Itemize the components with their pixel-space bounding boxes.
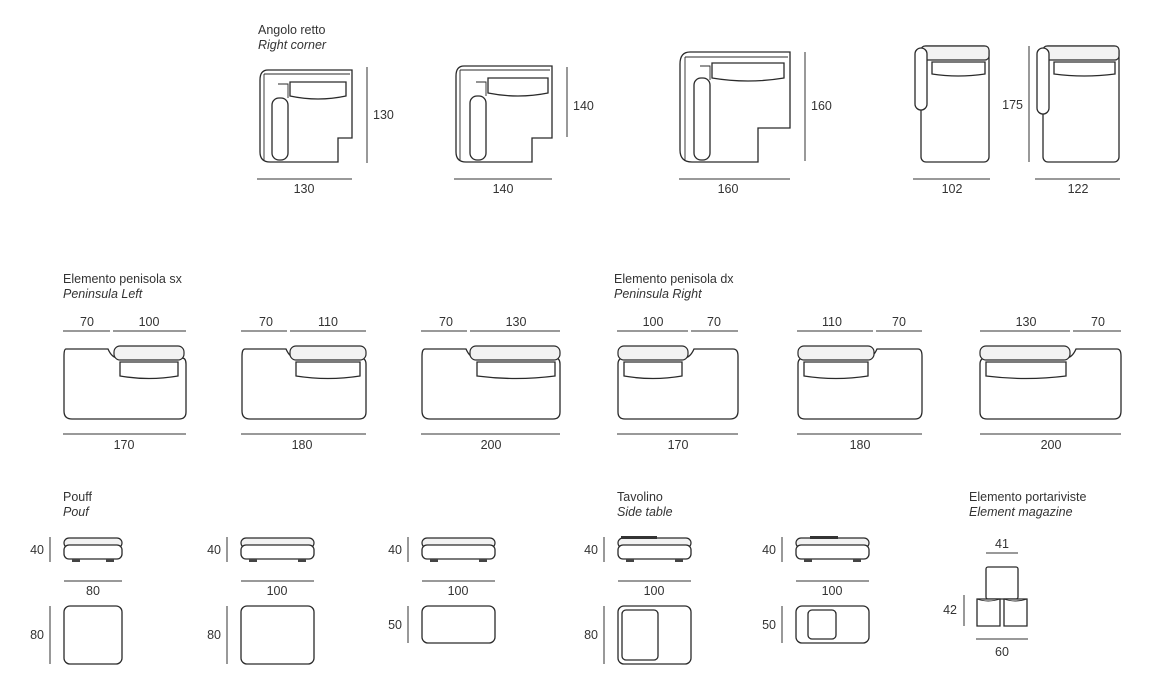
peninsula-left-170-drawing	[63, 345, 187, 420]
side-table-2-width-label: 100	[821, 584, 843, 598]
chaise-module-122-drawing	[1036, 45, 1120, 163]
magazine-title: Elemento portariviste	[969, 490, 1087, 504]
pouf-2-depth-label: 80	[207, 628, 221, 642]
chaise-depth-label: 175	[1002, 98, 1023, 112]
side-table-heading: Tavolino Side table	[617, 490, 673, 520]
peninsula-right-heading: Elemento penisola dx Peninsula Right	[614, 272, 734, 302]
pouf-2-height-label: 40	[207, 543, 221, 557]
pen-right-170-a-label: 100	[642, 315, 664, 329]
pouf-100-50-front-drawing	[421, 537, 496, 562]
corner-module-140-drawing	[455, 65, 553, 163]
pouf-80-front-drawing	[63, 537, 123, 562]
magazine-heading: Elemento portariviste Element magazine	[969, 490, 1086, 520]
side-table-subtitle: Side table	[617, 505, 673, 519]
side-table-1-width-label: 100	[643, 584, 665, 598]
magazine-depth-label: 42	[943, 603, 957, 617]
pouf-100-50-top-drawing	[421, 605, 496, 644]
peninsula-right-170-drawing	[617, 345, 739, 420]
peninsula-right-200-drawing	[979, 345, 1122, 420]
peninsula-right-180-drawing	[797, 345, 923, 420]
pouf-1-depth-label: 80	[30, 628, 44, 642]
pouf-3-width-label: 100	[447, 584, 469, 598]
pouf-100-front-drawing	[240, 537, 315, 562]
corner-140-width-label: 140	[492, 182, 514, 196]
magazine-element-drawing	[976, 566, 1028, 627]
pen-right-180-total-label: 180	[849, 438, 871, 452]
corner-140-depth-label: 140	[573, 99, 594, 113]
peninsula-left-heading: Elemento penisola sx Peninsula Left	[63, 272, 182, 302]
pouf-subtitle: Pouf	[63, 505, 89, 519]
side-table-50-top-drawing	[795, 605, 870, 644]
peninsula-left-200-drawing	[421, 345, 561, 420]
pen-left-200-b-label: 130	[505, 315, 527, 329]
chaise-122-width-label: 122	[1067, 182, 1089, 196]
side-table-2-height-label: 40	[762, 543, 776, 557]
side-table-50-front-drawing	[795, 536, 870, 562]
corner-160-width-label: 160	[717, 182, 739, 196]
peninsula-right-subtitle: Peninsula Right	[614, 287, 702, 301]
side-table-1-depth-label: 80	[584, 628, 598, 642]
side-table-80-front-drawing	[617, 536, 692, 562]
side-table-80-top-drawing	[617, 605, 692, 665]
right-corner-heading: Angolo retto Right corner	[258, 23, 326, 53]
pen-left-170-b-label: 100	[138, 315, 160, 329]
chaise-module-102-drawing	[914, 45, 990, 163]
peninsula-right-title: Elemento penisola dx	[614, 272, 734, 286]
pen-left-170-a-label: 70	[80, 315, 94, 329]
right-corner-subtitle: Right corner	[258, 38, 327, 52]
corner-module-160-drawing	[679, 51, 791, 163]
pen-left-180-b-label: 110	[318, 315, 338, 329]
pen-right-200-a-label: 130	[1015, 315, 1037, 329]
right-corner-title: Angolo retto	[258, 23, 326, 37]
pen-right-170-total-label: 170	[667, 438, 689, 452]
pen-right-200-b-label: 70	[1091, 315, 1105, 329]
magazine-subtitle: Element magazine	[969, 505, 1073, 519]
chaise-102-width-label: 102	[941, 182, 963, 196]
pouf-3-height-label: 40	[388, 543, 402, 557]
peninsula-left-180-drawing	[241, 345, 367, 420]
dimension-lines	[49, 46, 1121, 664]
corner-130-width-label: 130	[293, 182, 315, 196]
pen-right-170-b-label: 70	[707, 315, 721, 329]
pen-left-200-a-label: 70	[439, 315, 453, 329]
pen-left-180-total-label: 180	[291, 438, 313, 452]
corner-130-depth-label: 130	[373, 108, 394, 122]
side-table-1-height-label: 40	[584, 543, 598, 557]
pouf-title: Pouff	[63, 490, 92, 504]
magazine-width-label: 41	[995, 537, 1009, 551]
peninsula-left-subtitle: Peninsula Left	[63, 287, 143, 301]
pouf-1-height-label: 40	[30, 543, 44, 557]
corner-160-depth-label: 160	[811, 99, 832, 113]
corner-module-130-drawing	[259, 69, 353, 163]
peninsula-left-title: Elemento penisola sx	[63, 272, 182, 286]
pen-left-200-total-label: 200	[480, 438, 502, 452]
magazine-total-label: 60	[995, 645, 1009, 659]
pouf-100-top-drawing	[240, 605, 315, 665]
side-table-title: Tavolino	[617, 490, 663, 504]
pouf-80-top-drawing	[63, 605, 123, 665]
pouf-heading: Pouff Pouf	[63, 490, 92, 520]
pouf-3-depth-label: 50	[388, 618, 402, 632]
pen-right-180-a-label: 110	[822, 315, 842, 329]
pouf-2-width-label: 100	[266, 584, 288, 598]
pen-right-180-b-label: 70	[892, 315, 906, 329]
pen-right-200-total-label: 200	[1040, 438, 1062, 452]
pen-left-170-total-label: 170	[113, 438, 135, 452]
pouf-1-width-label: 80	[86, 584, 100, 598]
pen-left-180-a-label: 70	[259, 315, 273, 329]
side-table-2-depth-label: 50	[762, 618, 776, 632]
